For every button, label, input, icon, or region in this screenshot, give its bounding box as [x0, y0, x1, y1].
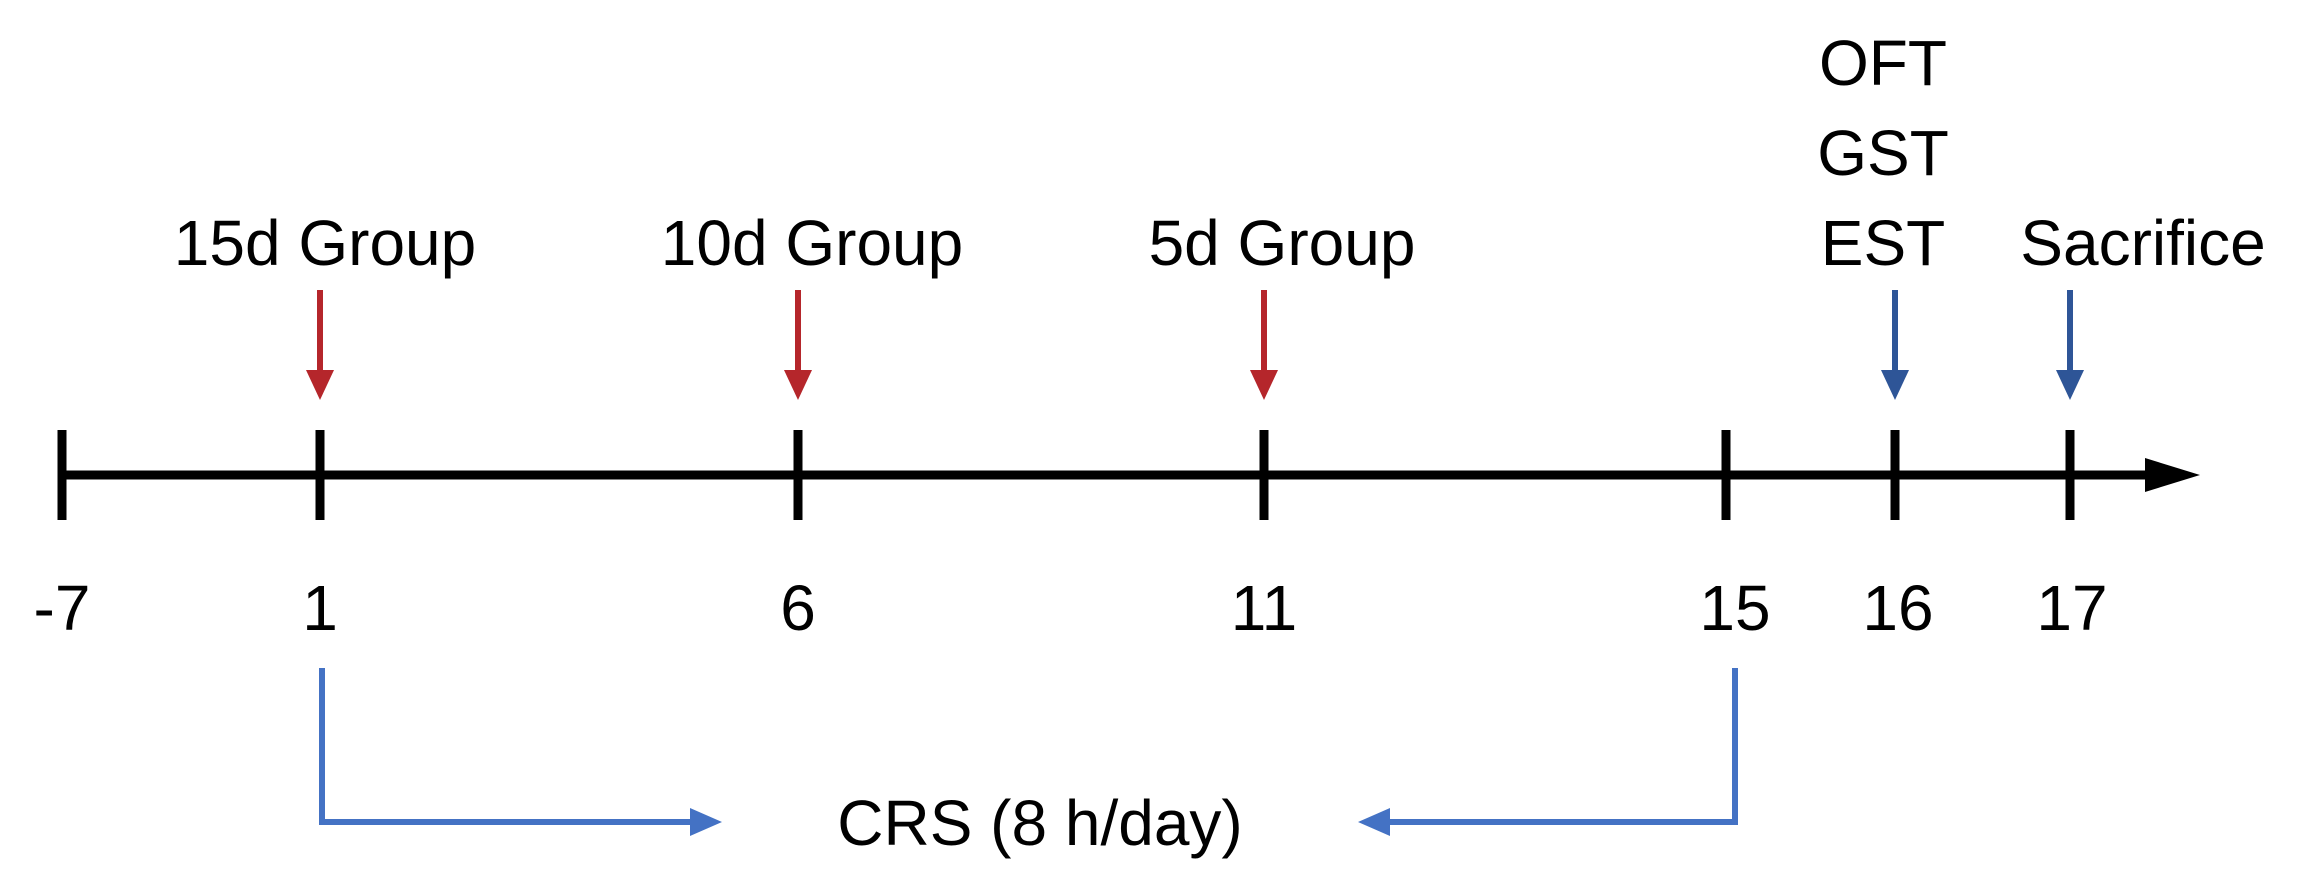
arrow-right-icon — [690, 808, 722, 836]
arrow-down-icon — [2056, 290, 2084, 400]
day-label: 17 — [2036, 572, 2107, 644]
test-arrows — [1881, 290, 2084, 400]
event-label-5d-group: 5d Group — [1149, 207, 1416, 279]
arrow-down-icon — [1250, 290, 1278, 400]
arrow-down-icon — [306, 290, 334, 400]
arrow-down-icon — [784, 290, 812, 400]
day-labels: -7 1 6 11 15 16 17 — [34, 572, 2108, 644]
crs-bracket-right — [1385, 668, 1738, 825]
day-label: 11 — [1231, 572, 1297, 644]
group-arrows — [306, 290, 1278, 400]
day-label: 1 — [302, 572, 338, 644]
day-label: 16 — [1862, 572, 1933, 644]
day-label: 6 — [780, 572, 816, 644]
arrow-down-icon — [1881, 290, 1909, 400]
arrow-left-icon — [1358, 808, 1390, 836]
day-label: 15 — [1699, 572, 1770, 644]
day-label: -7 — [34, 572, 91, 644]
tick-marks — [57, 430, 2075, 520]
timeline-axis-arrowhead — [2145, 458, 2200, 492]
crs-bracket — [319, 668, 1738, 825]
event-label-15d-group: 15d Group — [174, 207, 476, 279]
event-label-sacrifice: Sacrifice — [2020, 207, 2265, 279]
test-label-oft: OFT — [1819, 27, 1947, 99]
event-label-10d-group: 10d Group — [661, 207, 963, 279]
event-label-est: EST — [1821, 207, 1945, 279]
crs-label: CRS (8 h/day) — [837, 787, 1242, 859]
crs-bracket-left — [319, 668, 695, 825]
test-label-gst: GST — [1817, 117, 1949, 189]
